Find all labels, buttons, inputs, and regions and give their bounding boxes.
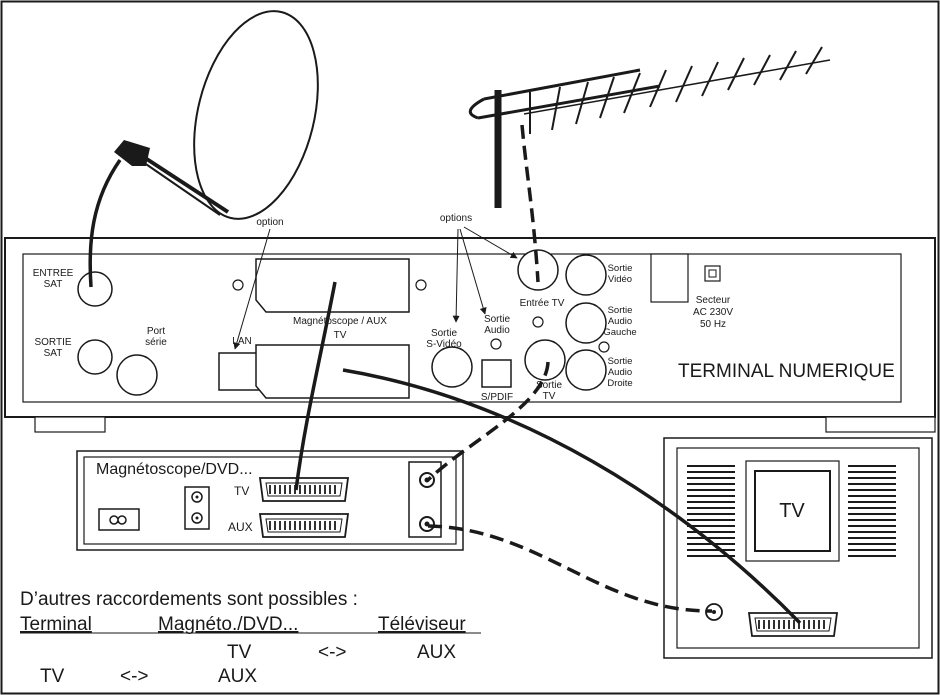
sortie-audio-gauche-connector <box>565 302 607 344</box>
notes-row2-arrow: <-> <box>120 666 149 687</box>
terminal-unit <box>4 237 936 433</box>
screw-hole <box>232 279 244 291</box>
port-serie-label-1: Port <box>147 326 166 337</box>
notes-row2-terminal: TV <box>40 666 65 687</box>
indicator-led <box>598 341 610 353</box>
foot-right <box>825 416 936 433</box>
scart-magneto-aux <box>255 258 410 313</box>
port-serie-connector <box>116 354 158 396</box>
notes-col-magneto: Magnéto./DVD... <box>158 614 298 635</box>
magneto-aux-label: Magnétoscope / AUX <box>293 316 387 327</box>
port-serie-label-2: série <box>145 337 167 348</box>
sortie-audio-label-1: Sortie <box>484 314 511 325</box>
vcr-title: Magnétoscope/DVD... <box>96 461 253 478</box>
cable-scart-tv <box>342 368 802 625</box>
sortie-audio-droite-connector <box>565 349 607 391</box>
notes-row1-arrow: <-> <box>318 642 347 663</box>
sortie-sat-label-1: SORTIE <box>34 337 71 348</box>
vcr-tv-label: TV <box>234 484 249 498</box>
sortie-tv-label-1: Sortie <box>536 380 563 391</box>
tv-vent-right <box>848 465 896 557</box>
vcr-aux-label: AUX <box>228 520 253 534</box>
screw-hole <box>415 279 427 291</box>
sortie-tv-connector <box>524 339 566 381</box>
cable-sortie-tv-dashed <box>426 361 550 482</box>
lan-label: LAN <box>232 336 251 347</box>
option-label: option <box>256 217 283 228</box>
sortie-audio-gauche-label-3: Gauche <box>603 327 636 338</box>
options-arrow <box>459 228 487 315</box>
secteur-label-2: AC 230V <box>693 307 733 318</box>
notes-col-televiseur: Téléviseur <box>378 614 466 635</box>
sortie-sat-connector <box>77 339 113 375</box>
spdif-label: S/PDIF <box>481 392 513 403</box>
options-label: options <box>440 213 472 224</box>
sortie-audio-label-2: Audio <box>484 325 510 336</box>
notes-heading: D’autres raccordements sont possibles : <box>20 589 358 610</box>
sortie-svideo-label-1: Sortie <box>431 328 458 339</box>
sortie-tv-label-2: TV <box>543 391 556 402</box>
sortie-video-label-2: Vidéo <box>608 274 632 285</box>
entree-sat-connector <box>77 271 113 307</box>
entree-tv-connector <box>517 249 559 291</box>
notes-row2-magneto: AUX <box>218 666 257 687</box>
entree-sat-label-2: SAT <box>44 279 63 290</box>
satellite-dish-icon <box>114 10 319 220</box>
tv-scart <box>747 612 839 637</box>
foot-left <box>34 416 106 433</box>
terminal-title: TERMINAL NUMERIQUE <box>678 361 895 382</box>
sortie-video-connector <box>565 254 607 296</box>
sortie-svideo-label-2: S-Vidéo <box>426 339 462 350</box>
sortie-audio-gauche-label-2: Audio <box>608 316 632 327</box>
sortie-audio-droite-label-2: Audio <box>608 367 632 378</box>
secteur-label-1: Secteur <box>696 295 731 306</box>
notes-row1-magneto: TV <box>227 642 252 663</box>
cable-antenna-dashed <box>520 124 540 283</box>
scart-tv <box>255 344 410 399</box>
entree-tv-label: Entrée TV <box>520 298 565 309</box>
vcr-scart-tv <box>258 477 350 502</box>
cable-vcr-tv-dashed <box>427 524 713 613</box>
cable-scart-vcr <box>294 281 337 491</box>
sortie-audio-droite-label-1: Sortie <box>608 356 633 367</box>
sortie-video-label-1: Sortie <box>608 263 633 274</box>
sortie-svideo-connector <box>431 346 473 388</box>
options-arrow <box>452 228 460 323</box>
notes-col-terminal: Terminal <box>20 614 92 635</box>
option-arrow <box>233 228 271 350</box>
tv-screen-label: TV <box>779 500 805 522</box>
tv-vent-left <box>687 465 735 557</box>
sortie-audio-gauche-label-1: Sortie <box>608 305 633 316</box>
spdif-port <box>481 359 512 388</box>
tv-scart-label: TV <box>334 330 347 341</box>
entree-sat-label-1: ENTREE <box>33 268 74 279</box>
tv-set <box>663 437 933 659</box>
secteur-label-3: 50 Hz <box>700 319 726 330</box>
sortie-audio-led <box>490 338 502 350</box>
notes-row1-televiseur: AUX <box>417 642 456 663</box>
options-arrow <box>463 226 518 259</box>
vcr-scart-aux <box>258 513 350 538</box>
sortie-audio-droite-label-3: Droite <box>607 378 632 389</box>
cable-sat <box>88 158 122 288</box>
power-plug-icon <box>98 508 140 531</box>
power-cutout <box>650 253 689 303</box>
sortie-sat-label-2: SAT <box>44 348 63 359</box>
indicator-led <box>532 316 544 328</box>
tv-antenna-icon <box>468 46 831 208</box>
